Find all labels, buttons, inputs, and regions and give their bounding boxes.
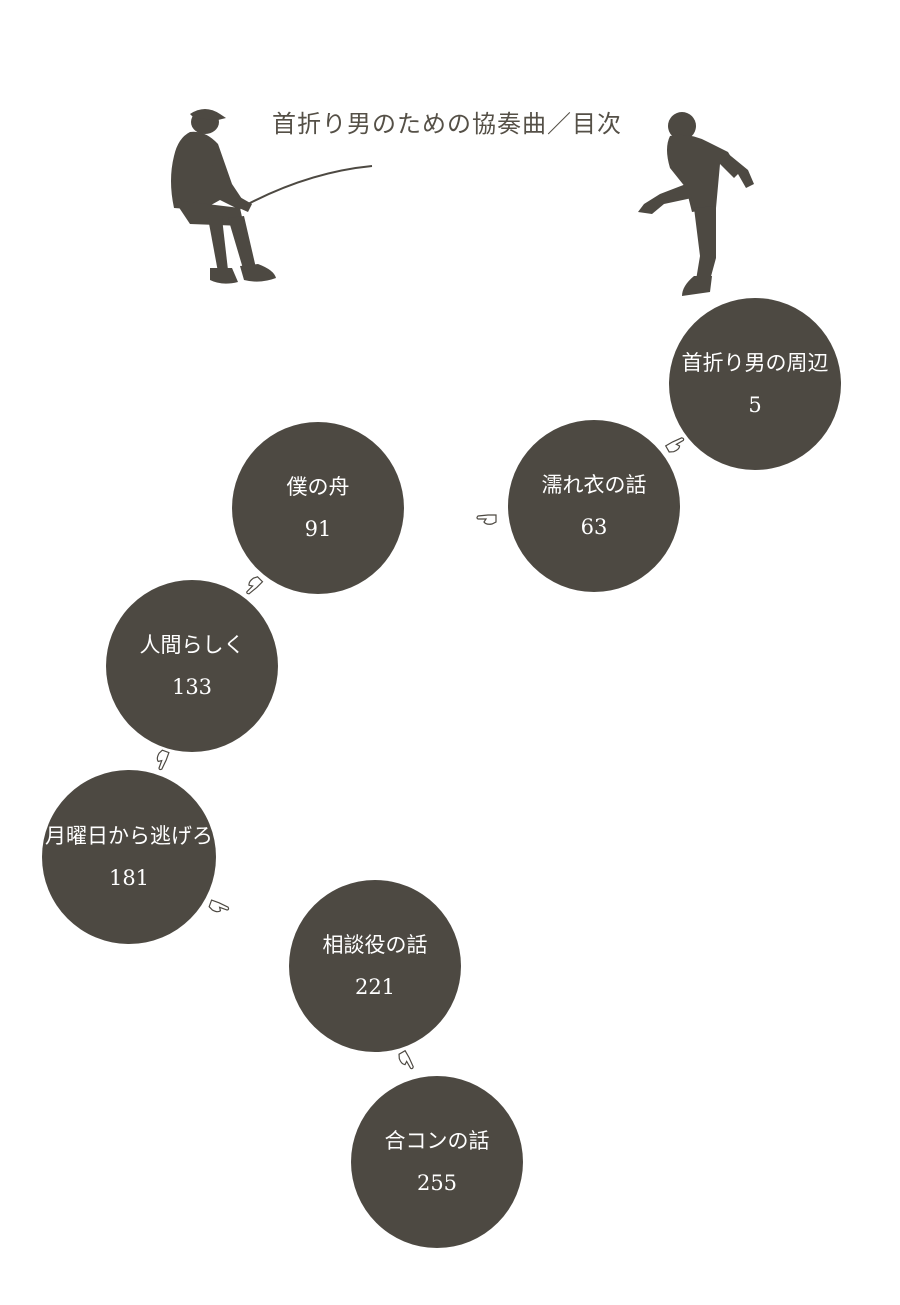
pointing-hand-icon [398, 1049, 414, 1070]
pointing-hand-icon [156, 749, 170, 771]
chapter-title: 僕の舟 [286, 475, 350, 500]
chapter-title: 月曜日から逃げろ [45, 824, 213, 849]
page-title: 首折り男のための協奏曲／目次 [272, 110, 622, 138]
pointing-hand-icon [246, 576, 264, 595]
chapter-page: 133 [171, 674, 213, 699]
chapter-page: 255 [416, 1170, 458, 1195]
chapter-title: 首折り男の周辺 [681, 351, 829, 376]
chapter-page: 63 [580, 514, 608, 539]
kicking-man-icon [638, 112, 754, 296]
chapter-page: 221 [354, 974, 396, 999]
chapter-title: 濡れ衣の話 [541, 473, 647, 498]
chapter-title: 合コンの話 [384, 1129, 490, 1154]
fishing-man-icon [171, 109, 373, 284]
chapter-page: 5 [748, 392, 762, 417]
chapter-circle-1[interactable]: 首折り男の周辺 5 [669, 298, 841, 470]
chapter-circle-2[interactable]: 濡れ衣の話 63 [508, 420, 680, 592]
chapter-circle-5[interactable]: 月曜日から逃げろ 181 [42, 770, 216, 944]
chapter-circle-6[interactable]: 相談役の話 221 [289, 880, 461, 1052]
chapter-page: 91 [304, 516, 332, 541]
pointing-hand-icon [208, 899, 230, 913]
chapter-page: 181 [108, 865, 150, 890]
chapter-title: 人間らしく [139, 633, 245, 658]
pointing-hand-icon [476, 514, 497, 525]
chapter-title: 相談役の話 [322, 933, 428, 958]
pointing-hand-icon [664, 437, 685, 453]
chapter-circle-3[interactable]: 僕の舟 91 [232, 422, 404, 594]
chapter-circle-7[interactable]: 合コンの話 255 [351, 1076, 523, 1248]
chapter-circle-4[interactable]: 人間らしく 133 [106, 580, 278, 752]
